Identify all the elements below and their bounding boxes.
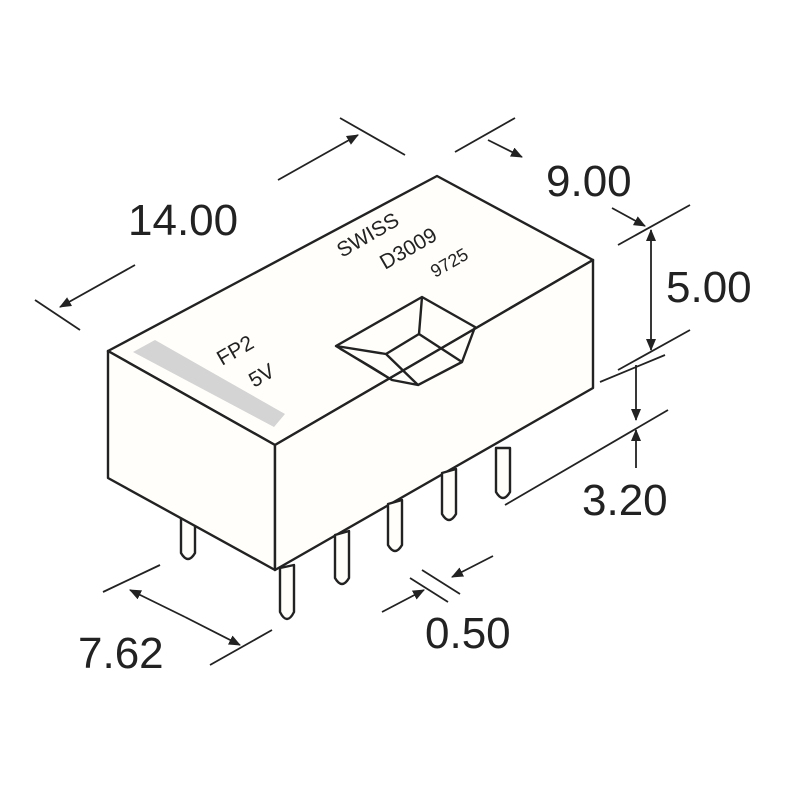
pin-thickness-label: 0.50 <box>425 609 511 658</box>
slider-actuator <box>334 295 477 387</box>
dimension-length: 14.00 <box>34 117 406 331</box>
relay-body: SWISS D3009 9725 FP2 5V <box>106 174 595 572</box>
length-label: 14.00 <box>128 196 238 245</box>
label-strip <box>133 340 285 427</box>
pin <box>333 529 351 586</box>
pin <box>386 498 404 553</box>
dimension-height: 5.00 <box>617 204 752 371</box>
row-spacing-label: 7.62 <box>78 629 164 678</box>
side-face <box>273 258 595 572</box>
pin <box>179 513 197 561</box>
pin <box>494 446 512 500</box>
pin <box>278 563 296 621</box>
dimension-width: 9.00 <box>454 117 646 227</box>
dimension-pin-length: 3.20 <box>504 354 669 525</box>
width-label: 9.00 <box>546 157 632 206</box>
pin-length-label: 3.20 <box>582 476 668 525</box>
dimension-row-spacing: 7.62 <box>78 564 273 678</box>
rear-pins <box>179 446 512 561</box>
height-label: 5.00 <box>666 263 752 312</box>
pin <box>440 467 458 522</box>
dimension-pin-thickness: 0.50 <box>381 555 511 658</box>
front-pins <box>278 467 458 621</box>
